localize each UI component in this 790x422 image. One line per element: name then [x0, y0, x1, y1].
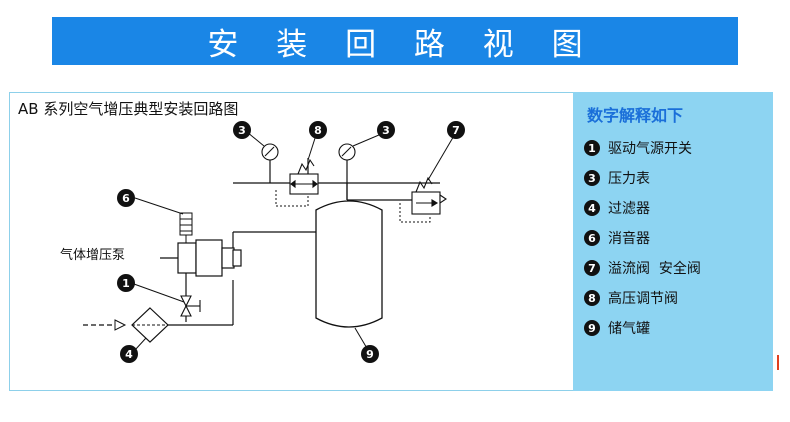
legend-label: 压力表: [608, 171, 650, 187]
legend-panel: 数字解释如下 1 驱动气源开关 3 压力表 4 过滤器 6 消音器 7 溢流阀 …: [573, 92, 773, 391]
legend-item: 8 高压调节阀: [584, 283, 701, 313]
page-title: 安 装 回 路 视 图: [207, 26, 597, 63]
callout-badge-3-right: 3: [377, 121, 395, 139]
legend-number-badge: 4: [584, 200, 600, 216]
svg-text:7: 7: [452, 124, 460, 137]
svg-text:6: 6: [122, 192, 130, 205]
header-bar: 安 装 回 路 视 图: [52, 17, 738, 65]
storage-tank-symbol: [315, 200, 383, 328]
legend-label: 驱动气源开关: [608, 141, 692, 157]
svg-text:9: 9: [366, 348, 374, 361]
pressure-gauge-left: [261, 143, 279, 161]
relief-valve-symbol: [411, 176, 447, 215]
edge-mark: [777, 355, 779, 370]
legend-list: 1 驱动气源开关 3 压力表 4 过滤器 6 消音器 7 溢流阀 安全阀 8 高…: [584, 133, 701, 343]
callout-badge-3-left: 3: [233, 121, 251, 139]
circuit-diagram: 3 8 3 7 6 1 4 9: [83, 121, 465, 363]
svg-text:3: 3: [382, 124, 390, 137]
legend-number-badge: 9: [584, 320, 600, 336]
callout-badge-4: 4: [120, 345, 138, 363]
regulator-symbol: [289, 158, 319, 195]
callout-badge-1: 1: [117, 274, 135, 292]
muffler-symbol: [179, 212, 193, 243]
diagram-title: AB 系列空气增压典型安装回路图: [18, 100, 239, 118]
legend-number-badge: 6: [584, 230, 600, 246]
legend-number-badge: 3: [584, 170, 600, 186]
diagram-frame: [9, 92, 573, 391]
legend-label: 过滤器: [608, 201, 650, 217]
legend-item: 1 驱动气源开关: [584, 133, 701, 163]
callout-badge-9: 9: [361, 345, 379, 363]
legend-item: 7 溢流阀 安全阀: [584, 253, 701, 283]
switch-valve-symbol: [180, 295, 201, 317]
legend-label: 溢流阀 安全阀: [608, 261, 701, 277]
callout-badge-8: 8: [309, 121, 327, 139]
legend-item: 3 压力表: [584, 163, 701, 193]
legend-heading: 数字解释如下: [587, 106, 684, 125]
svg-text:4: 4: [125, 348, 133, 361]
pump-label: 气体增压泵: [60, 248, 126, 263]
callout-badge-6: 6: [117, 189, 135, 207]
svg-text:3: 3: [238, 124, 246, 137]
legend-item: 4 过滤器: [584, 193, 701, 223]
legend-number-badge: 7: [584, 260, 600, 276]
booster-pump-symbol: [160, 239, 242, 277]
legend-label: 储气罐: [608, 321, 650, 337]
svg-text:1: 1: [122, 277, 130, 290]
legend-label: 消音器: [608, 231, 650, 247]
svg-text:8: 8: [314, 124, 322, 137]
callout-badge-7: 7: [447, 121, 465, 139]
legend-item: 9 储气罐: [584, 313, 701, 343]
legend-number-badge: 8: [584, 290, 600, 306]
legend-item: 6 消音器: [584, 223, 701, 253]
callout-badges: 3 8 3 7 6 1 4 9: [117, 121, 465, 363]
legend-number-badge: 1: [584, 140, 600, 156]
legend-label: 高压调节阀: [608, 291, 678, 307]
pressure-gauge-right: [338, 143, 356, 161]
